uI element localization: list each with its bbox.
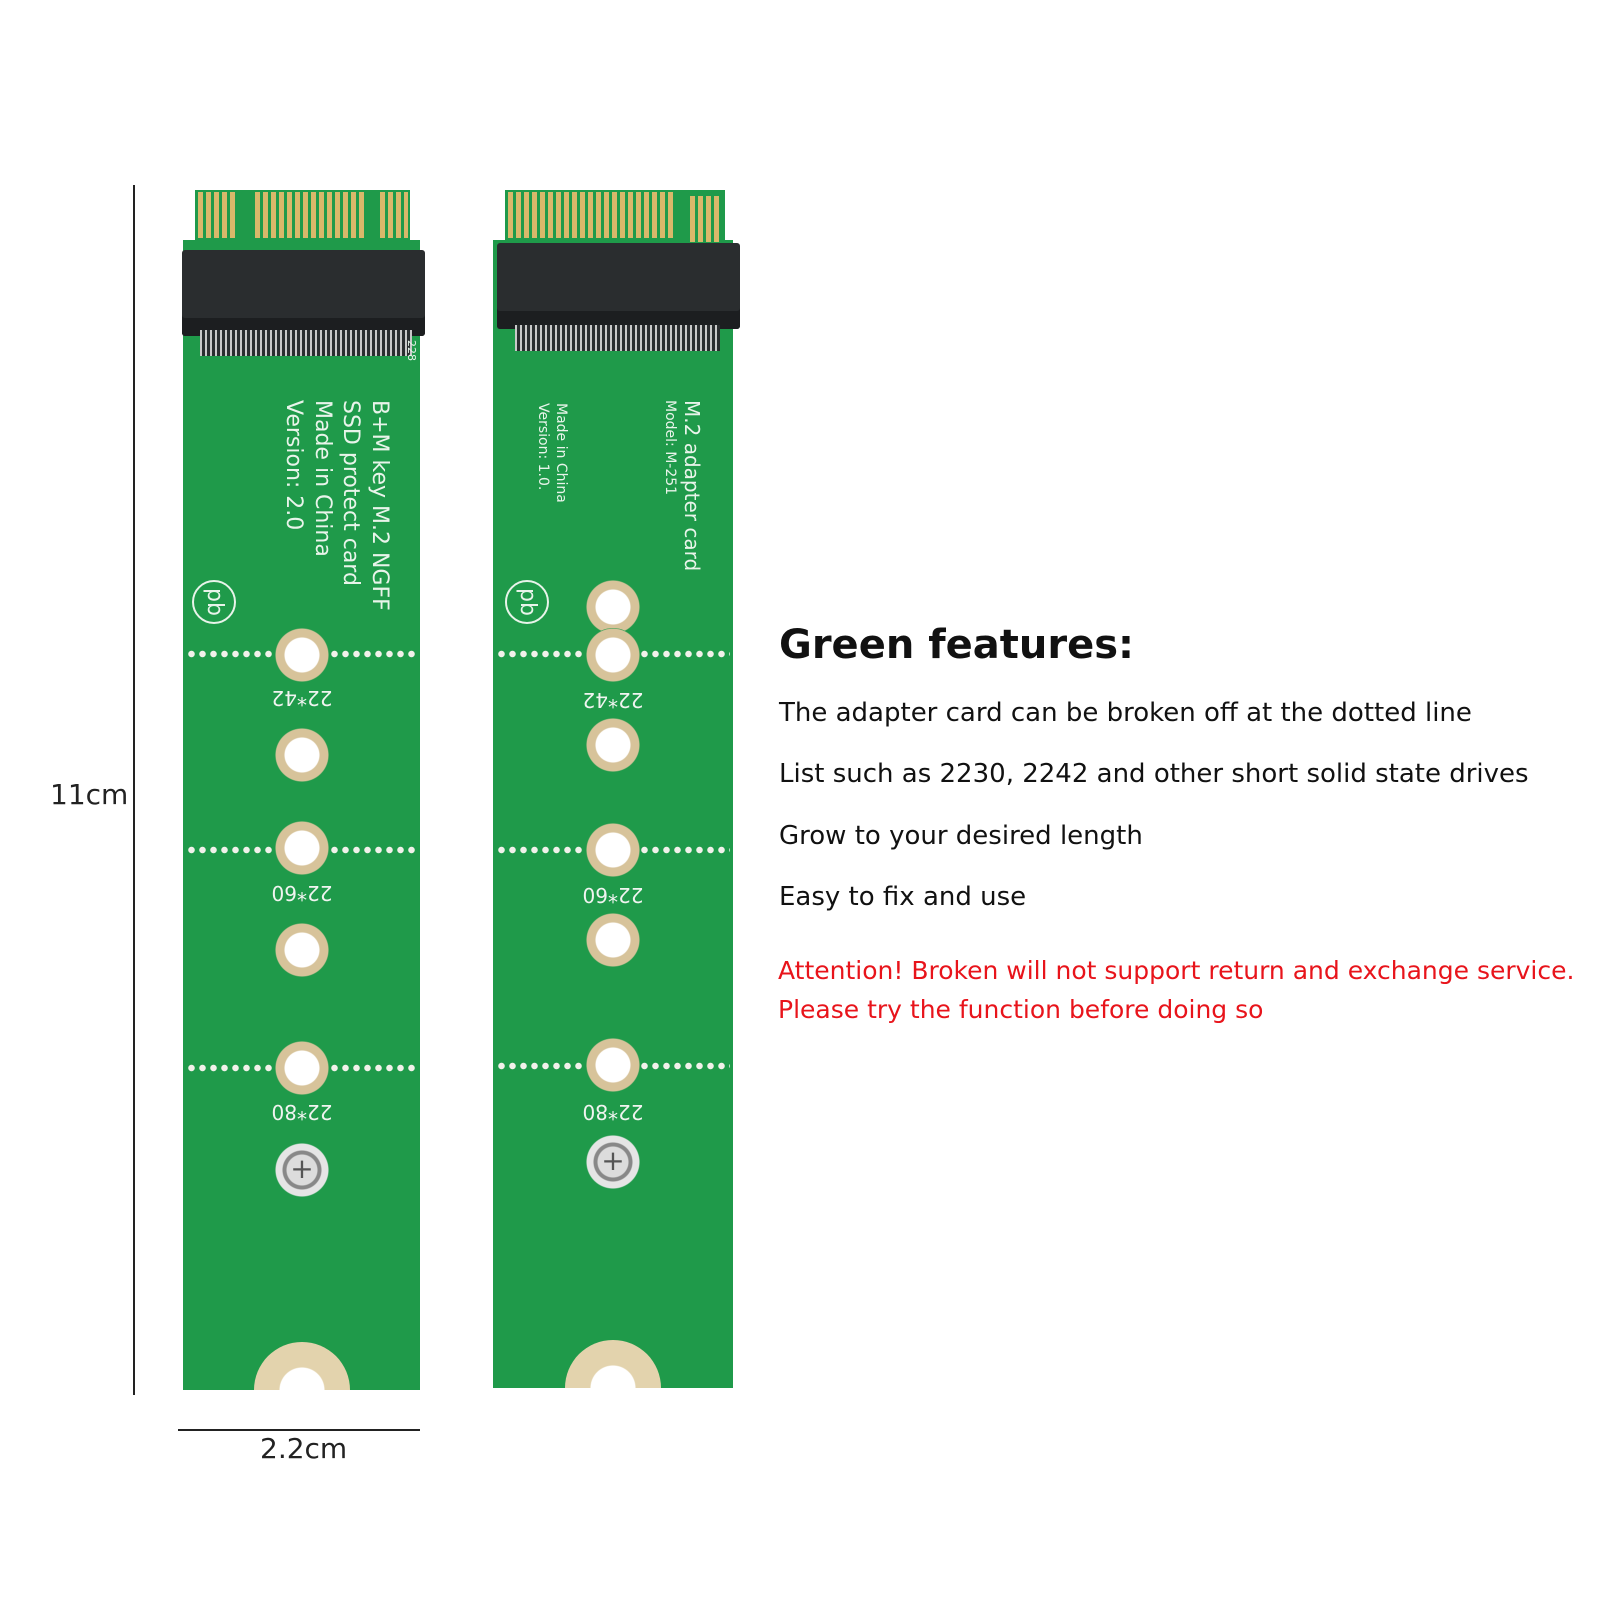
size-label: 22*60 [582,883,644,907]
screw-icon [274,1142,330,1198]
features-title: Green features: [779,622,1134,668]
card-right-text: M.2 adapter card Model: M-251 [661,400,705,571]
height-label: 11cm [50,778,129,811]
feature-item: Grow to your desired length [779,821,1143,851]
screw-icon [585,1134,641,1190]
height-dimension-line [133,185,135,1395]
feature-item: The adapter card can be broken off at th… [779,698,1472,728]
width-dimension-line [178,1429,420,1431]
feature-item: Easy to fix and use [779,882,1027,912]
board-line: Made in China [309,400,335,557]
size-label: 22*60 [271,881,333,905]
board-line: Version: 2.0 [281,400,307,531]
board-line: B+M key M.2 NGFF [367,400,392,611]
m2-connector [497,243,740,329]
board-line: Made in China [553,403,569,503]
pb-logo: pb [192,580,236,624]
board-line: Model: M-251 [662,400,678,496]
feature-item: List such as 2230, 2242 and other short … [779,759,1529,789]
card-left-text: B+M key M.2 NGFF SSD protect card Made i… [279,400,393,611]
board-line: M.2 adapter card [680,400,704,572]
size-label: 22*42 [271,686,333,710]
size-label: 22*80 [582,1100,644,1124]
m2-connector [182,250,425,336]
warning-text: Attention! Broken will not support retur… [778,956,1575,985]
board-line: Version: 1.0. [534,403,551,491]
warning-text: Please try the function before doing so [778,995,1264,1024]
board-line: SSD protect card [338,400,364,586]
card-right-minor-text: Made in China Version: 1.0. [534,403,570,503]
edge-mark: 228 [405,340,418,361]
size-label: 22*80 [271,1100,333,1124]
size-label: 22*42 [582,688,644,712]
pb-logo: pb [505,580,549,624]
width-label: 2.2cm [260,1432,348,1465]
